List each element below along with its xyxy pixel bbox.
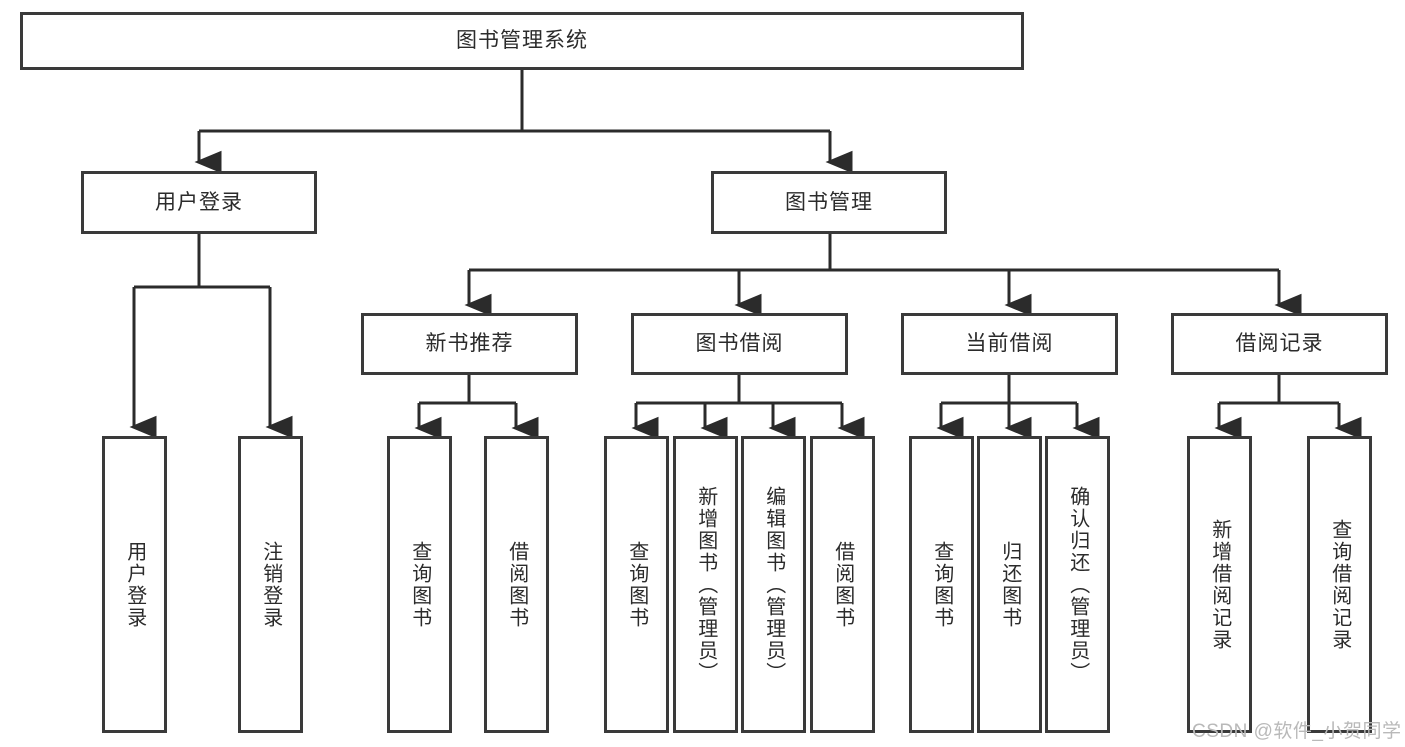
- leaf-user-login-logout[interactable]: 注销登录: [238, 436, 303, 733]
- node-label: 图书管理系统: [456, 29, 588, 53]
- node-user-login[interactable]: 用户登录: [81, 171, 317, 234]
- node-label: 注销登录: [259, 540, 282, 629]
- node-label: 当前借阅: [965, 332, 1054, 356]
- node-label: 借阅图书: [505, 540, 528, 629]
- leaf-current-return-book[interactable]: 归还图书: [977, 436, 1042, 733]
- leaf-borrow-borrow-book[interactable]: 借阅图书: [810, 436, 875, 733]
- node-label: 用户登录: [123, 540, 146, 629]
- leaf-borrow-query-book[interactable]: 查询图书: [604, 436, 669, 733]
- node-label: 查询借阅记录: [1328, 518, 1351, 651]
- node-label: 新书推荐: [425, 332, 514, 356]
- leaf-current-query-book[interactable]: 查询图书: [909, 436, 974, 733]
- node-label: 确认归还（管理员）: [1066, 485, 1089, 684]
- node-new-book-recommend[interactable]: 新书推荐: [361, 313, 578, 375]
- node-book-management[interactable]: 图书管理: [711, 171, 947, 234]
- node-label: 查询图书: [930, 540, 953, 629]
- leaf-new-book-query-book[interactable]: 查询图书: [387, 436, 452, 733]
- leaf-record-add-borrow-record[interactable]: 新增借阅记录: [1187, 436, 1252, 733]
- node-label: 归还图书: [998, 540, 1021, 629]
- node-label: 用户登录: [155, 190, 243, 214]
- node-label: 借阅记录: [1235, 332, 1324, 356]
- node-label: 新增借阅记录: [1208, 518, 1231, 651]
- node-root-book-management-system[interactable]: 图书管理系统: [20, 12, 1024, 70]
- node-label: 借阅图书: [831, 540, 854, 629]
- leaf-borrow-add-book-admin[interactable]: 新增图书（管理员）: [673, 436, 738, 733]
- node-borrow-record[interactable]: 借阅记录: [1171, 313, 1388, 375]
- leaf-user-login-login[interactable]: 用户登录: [102, 436, 167, 733]
- leaf-new-book-borrow-book[interactable]: 借阅图书: [484, 436, 549, 733]
- node-label: 查询图书: [408, 540, 431, 629]
- node-label: 图书管理: [785, 190, 873, 214]
- node-book-borrow[interactable]: 图书借阅: [631, 313, 848, 375]
- node-label: 编辑图书（管理员）: [762, 485, 785, 684]
- leaf-current-confirm-return-admin[interactable]: 确认归还（管理员）: [1045, 436, 1110, 733]
- node-label: 新增图书（管理员）: [694, 485, 717, 684]
- leaf-borrow-edit-book-admin[interactable]: 编辑图书（管理员）: [741, 436, 806, 733]
- leaf-record-query-borrow-record[interactable]: 查询借阅记录: [1307, 436, 1372, 733]
- node-label: 图书借阅: [695, 332, 784, 356]
- node-label: 查询图书: [625, 540, 648, 629]
- csdn-watermark: CSDN @软件_小贺同学: [1192, 721, 1402, 742]
- node-current-borrow[interactable]: 当前借阅: [901, 313, 1118, 375]
